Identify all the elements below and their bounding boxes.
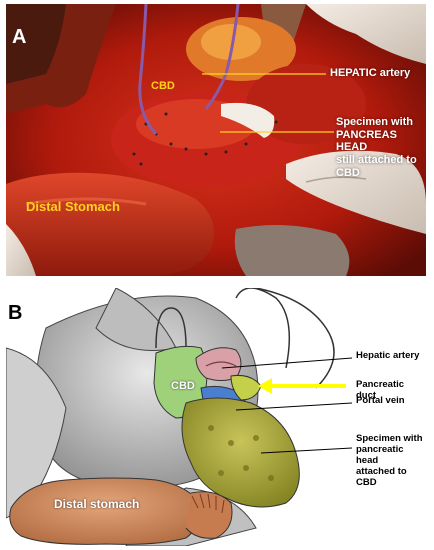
specimen-label: Specimen with PANCREAS HEAD still attach… <box>336 116 426 179</box>
panel-a-letter: A <box>12 26 27 48</box>
panel-b-letter: B <box>8 302 23 324</box>
pancreatic-duct-arrow-head <box>258 378 272 394</box>
illustration-panel: B CBD Hepatic artery Pancreatic duct Por… <box>6 288 426 546</box>
portal-vein-line <box>235 402 353 411</box>
operative-photo <box>6 4 426 276</box>
hepatic-artery-illustration-label: Hepatic artery <box>356 350 420 361</box>
specimen-line <box>260 447 353 454</box>
operative-photo-panel: A CBD HEPATIC artery Specimen with PANCR… <box>6 4 426 276</box>
specimen-label-line-3: still attached to CBD <box>336 153 417 179</box>
anatomy-illustration <box>6 288 353 546</box>
cbd-label: CBD <box>151 80 175 92</box>
portal-vein-label: Portal vein <box>356 395 405 406</box>
pancreatic-duct-label: Pancreatic duct <box>356 379 405 401</box>
specimen-illustration-label: Specimen with pancreatic head attached t… <box>356 433 426 489</box>
hepatic-artery-label: HEPATIC artery <box>330 67 411 79</box>
specimen-illustration-line-2: pancreatic head <box>356 443 404 466</box>
cbd-illustration-label: CBD <box>171 380 195 392</box>
hepatic-artery-line <box>221 357 353 369</box>
specimen-illustration-line-1: Specimen with <box>356 433 423 444</box>
distal-stomach-illustration-label: Distal stomach <box>54 497 140 511</box>
distal-stomach-label: Distal Stomach <box>26 199 120 214</box>
specimen-label-line-1: Specimen with <box>336 116 414 128</box>
specimen-label-line-2: PANCREAS HEAD <box>336 128 397 154</box>
specimen-illustration-line-3: attached to CBD <box>356 465 407 488</box>
